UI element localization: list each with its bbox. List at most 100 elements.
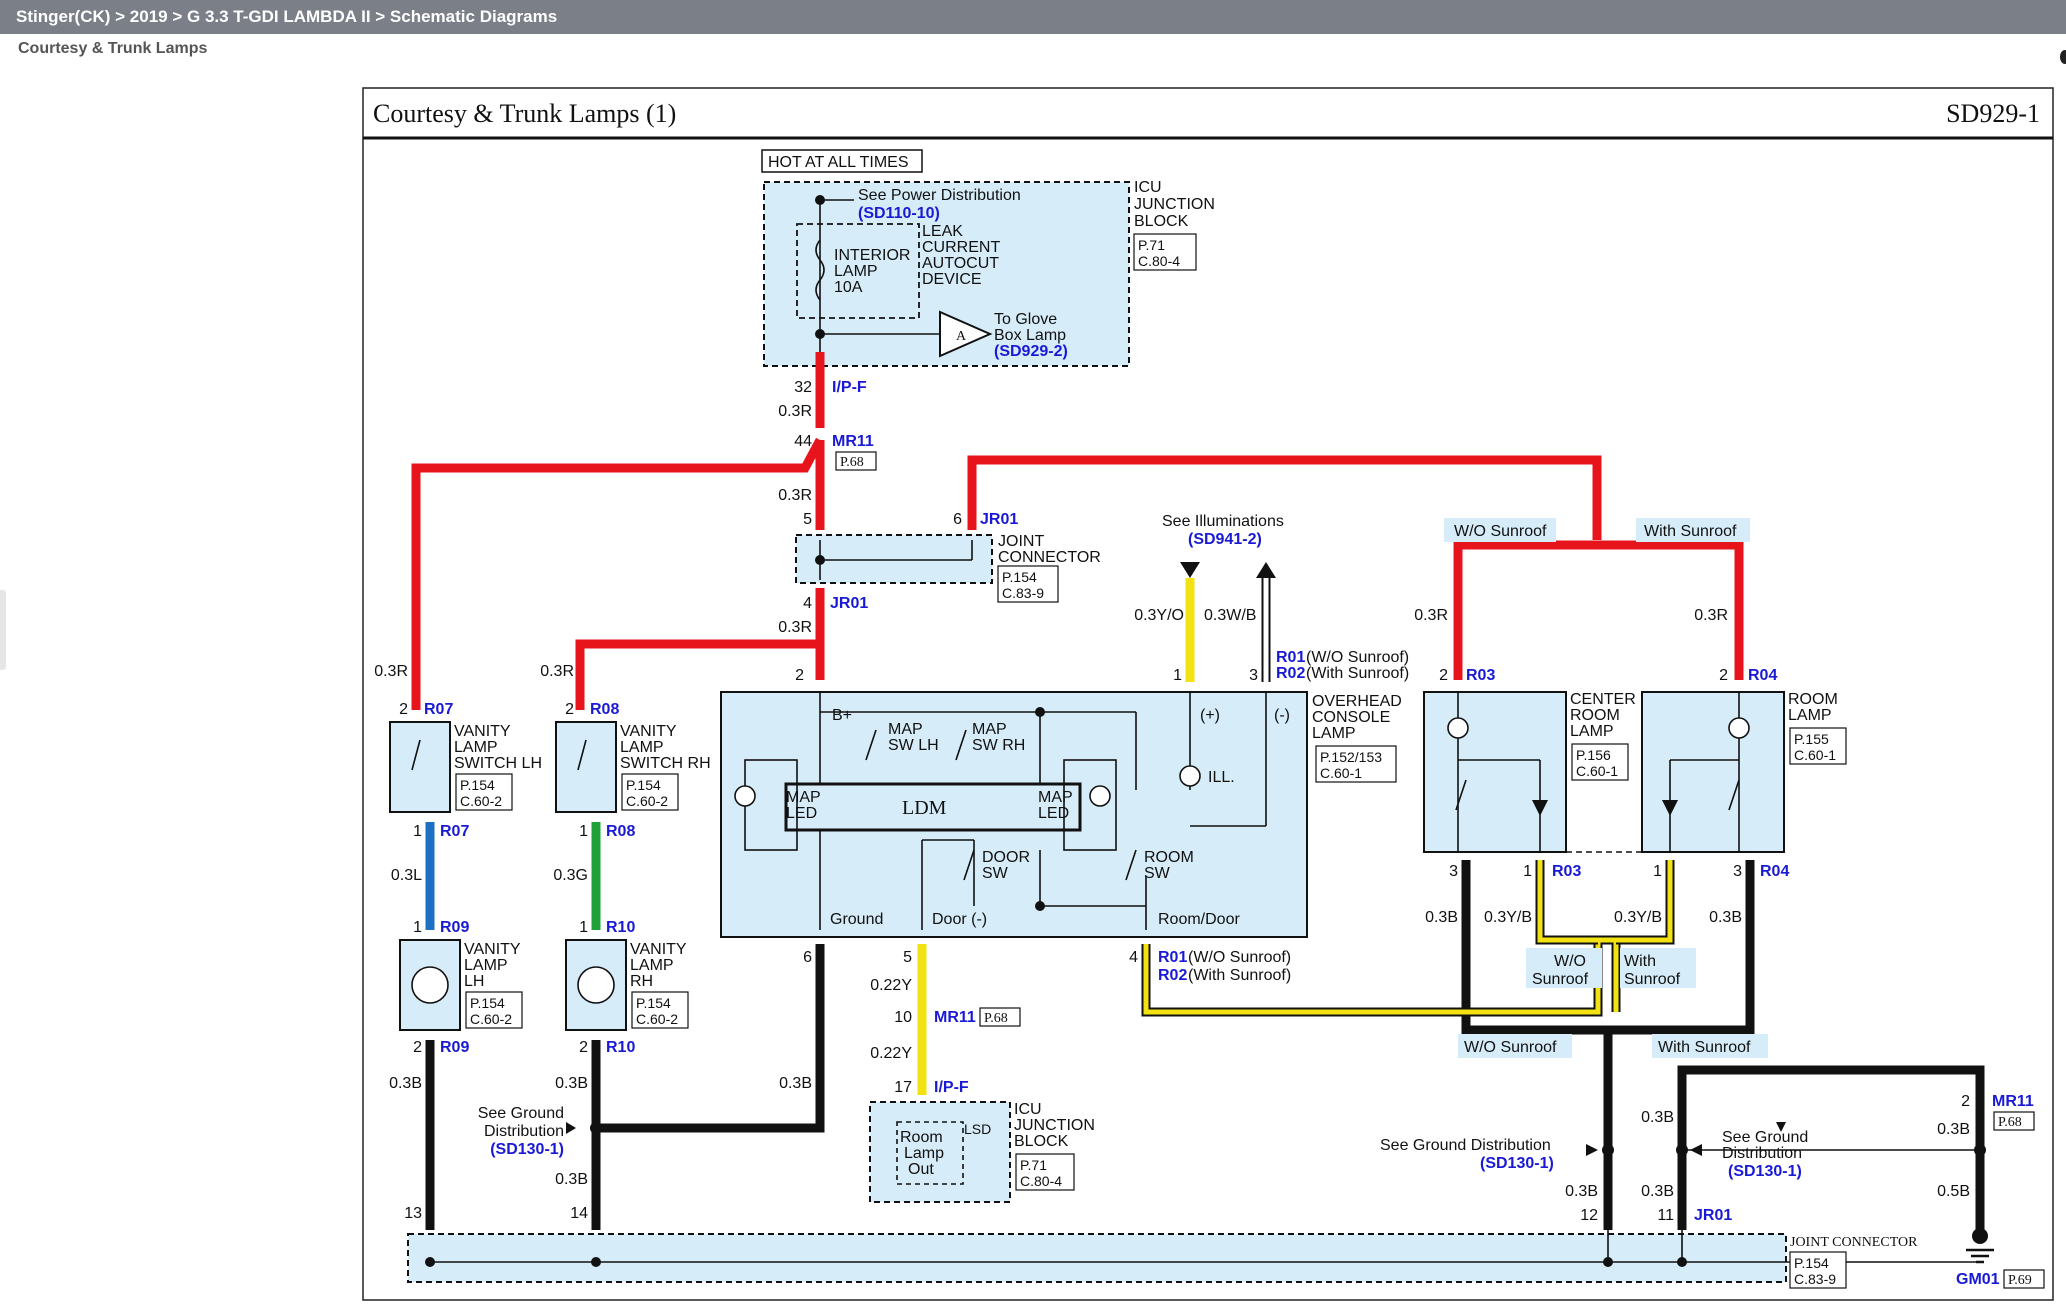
ground-right-ref-1[interactable]: (SD130-1) <box>1480 1155 1554 1172</box>
vanity-lamp-rh-name-1: VANITY <box>630 941 687 958</box>
room-r04[interactable]: R04 <box>1748 667 1777 684</box>
center-r03[interactable]: R03 <box>1466 667 1495 684</box>
pin-44: 44 <box>794 433 812 450</box>
ground-right-ref-2[interactable]: (SD130-1) <box>1728 1163 1802 1180</box>
ground-right-label-2b: Distribution <box>1722 1145 1802 1162</box>
vanity-rh-wire-bot2: 0.3B <box>555 1171 588 1188</box>
joint-top-ref-box <box>997 565 1059 603</box>
vanity-rh-wire-mid: 0.3G <box>553 867 588 884</box>
vanity-rh-name-1: VANITY <box>620 723 677 740</box>
icu-name-3: BLOCK <box>1134 213 1189 230</box>
gm01-label[interactable]: GM01 <box>1956 1271 2000 1288</box>
hot-label: HOT AT ALL TIMES <box>768 154 909 171</box>
wire-0.3R-vanity-lh <box>411 437 824 710</box>
ipf-connector[interactable]: I/P-F <box>832 379 867 396</box>
glove-ref[interactable]: (SD929-2) <box>994 343 1068 360</box>
overhead-r01-note: (W/O Sunroof) <box>1306 649 1409 666</box>
vanity-lamp-rh-ref-2: C.60-2 <box>636 1011 678 1027</box>
overhead-r01[interactable]: R01 <box>1276 649 1305 666</box>
illum-arrow-up-icon <box>1256 562 1276 578</box>
ground-left-arrow-icon <box>566 1122 576 1134</box>
joint-top-ref-1: P.154 <box>1002 569 1037 585</box>
wo-sunroof-tag-bottom <box>1458 1034 1572 1058</box>
joint-top-ref-2: C.83-9 <box>1002 585 1044 601</box>
wo-sunroof-tag-mid <box>1526 948 1602 988</box>
vanity-lh-name-2: LAMP <box>454 739 498 756</box>
jr01-mid[interactable]: JR01 <box>830 595 868 612</box>
vanity-lamp-lh-name-3: LH <box>464 973 484 990</box>
ldm-module <box>784 782 1082 832</box>
door-p68-box <box>979 1007 1021 1027</box>
side-panel-handle[interactable] <box>0 590 6 670</box>
center-ref-1: P.156 <box>1576 747 1611 763</box>
center-ref-box <box>1571 743 1629 781</box>
wire-label-0.3R-3: 0.3R <box>778 619 812 636</box>
ldm-label: LDM <box>902 797 947 819</box>
wire-0.3B-overhead-ground <box>596 944 825 1133</box>
jr01-bottom[interactable]: JR01 <box>1694 1207 1732 1224</box>
p68-box <box>835 451 877 471</box>
vanity-lh-r09[interactable]: R09 <box>440 919 469 936</box>
center-r03b[interactable]: R03 <box>1552 863 1581 880</box>
room-name-1: ROOM <box>1788 691 1838 708</box>
overhead-r01b-note: (W/O Sunroof) <box>1188 949 1291 966</box>
connector-a-label: A <box>956 329 967 344</box>
ground-mr11[interactable]: MR11 <box>1992 1093 2034 1110</box>
overhead-r01b[interactable]: R01 <box>1158 949 1187 966</box>
map-sw-lh-2: SW LH <box>888 737 939 754</box>
icu-name-2: JUNCTION <box>1134 196 1215 213</box>
plus-label: (+) <box>1200 707 1220 724</box>
overhead-r02b[interactable]: R02 <box>1158 967 1187 984</box>
overhead-ref-2: C.60-1 <box>1320 765 1362 781</box>
pin-12: 12 <box>1580 1207 1598 1224</box>
vanity-rh-r10[interactable]: R10 <box>606 919 635 936</box>
door-minus-label: Door (-) <box>932 911 987 928</box>
map-led-right-1: MAP <box>1038 789 1073 806</box>
room-name-2: LAMP <box>1788 707 1832 724</box>
door-sw-2: SW <box>982 865 1009 882</box>
vanity-rh-pin1: 1 <box>579 823 588 840</box>
door-ipf[interactable]: I/P-F <box>934 1079 969 1096</box>
vanity-lh-r09b[interactable]: R09 <box>440 1039 469 1056</box>
pin-13: 13 <box>404 1205 422 1222</box>
room-r04b[interactable]: R04 <box>1760 863 1789 880</box>
door-wire-2: 0.22Y <box>870 1045 912 1062</box>
leak-label-4: DEVICE <box>922 271 982 288</box>
vanity-rh-r08[interactable]: R08 <box>590 701 619 718</box>
center-pin3: 3 <box>1449 863 1458 880</box>
icu-ref-1: P.71 <box>1138 237 1165 253</box>
wire-0.3Y/B-room <box>1616 860 1673 943</box>
scroll-indicator[interactable] <box>2060 50 2066 64</box>
illum-ref[interactable]: (SD941-2) <box>1188 531 1262 548</box>
vanity-lamp-lh-name-2: LAMP <box>464 957 508 974</box>
see-power-ref[interactable]: (SD110-10) <box>858 205 940 222</box>
vanity-lh-wire-mid: 0.3L <box>391 867 422 884</box>
vanity-lh-r07[interactable]: R07 <box>424 701 453 718</box>
room-lamp-out-box <box>896 1121 964 1185</box>
ground-left-ref[interactable]: (SD130-1) <box>490 1141 564 1158</box>
bplus-label: B+ <box>832 707 852 724</box>
map-sw-lh-1: MAP <box>888 721 923 738</box>
ground-right-label-1: See Ground Distribution <box>1380 1137 1551 1154</box>
vanity-lh-r07b[interactable]: R07 <box>440 823 469 840</box>
ground-right-wire-5: 0.5B <box>1937 1183 1970 1200</box>
illum-arrow-down-icon <box>1180 562 1200 578</box>
diagram-code: SD929-1 <box>1946 99 2040 128</box>
jr01-top[interactable]: JR01 <box>980 511 1018 528</box>
overhead-r02[interactable]: R02 <box>1276 665 1305 682</box>
gm01-ref-box <box>2003 1269 2045 1289</box>
room-ref-1: P.155 <box>1794 731 1829 747</box>
vanity-rh-r08b[interactable]: R08 <box>606 823 635 840</box>
center-wire-b: 0.3B <box>1425 909 1458 926</box>
vanity-rh-r10b[interactable]: R10 <box>606 1039 635 1056</box>
mr11-connector[interactable]: MR11 <box>832 433 874 450</box>
door-mr11[interactable]: MR11 <box>934 1009 976 1026</box>
overhead-pin-2: 2 <box>795 667 804 684</box>
vanity-rh-pin1b: 1 <box>579 919 588 936</box>
joint-bottom-ref-2: C.83-9 <box>1794 1271 1836 1287</box>
overhead-name-2: CONSOLE <box>1312 709 1390 726</box>
wire-0.3R-jr01-top <box>967 455 1602 540</box>
overhead-ground-wire: 0.3B <box>779 1075 812 1092</box>
vanity-lamp-rh-name-3: RH <box>630 973 653 990</box>
